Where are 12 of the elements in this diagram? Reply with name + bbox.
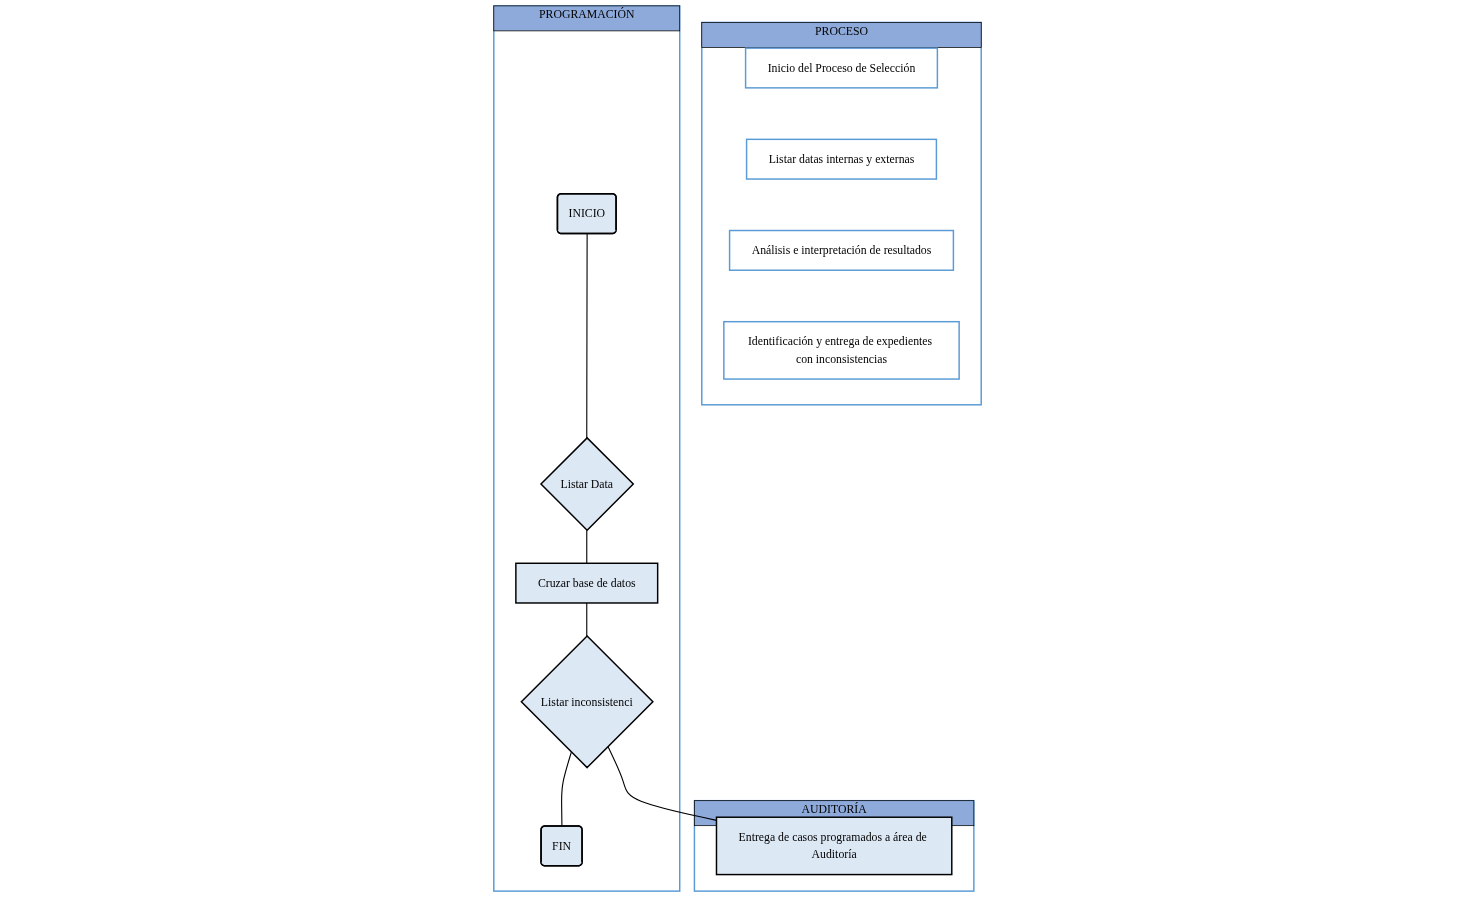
node-box: Entrega de casos programados a área de Auditoría — [715, 816, 953, 876]
node-box: Identificación y entrega de expedientes con inconsistencias — [723, 320, 960, 380]
connector — [586, 233, 588, 439]
connector — [586, 529, 588, 564]
connector — [561, 751, 572, 827]
node-box: Listar datas internas y externas — [745, 138, 938, 180]
node-box: Cruzar base de datos — [515, 562, 659, 604]
node-box: Análisis e interpretación de resultados — [728, 229, 955, 271]
node-box: Inicio del Proceso de Selección — [744, 47, 939, 89]
node-diamond: Listar Data — [539, 436, 635, 532]
node-diamond: Listar inconsistenci — [520, 635, 654, 769]
connector — [586, 602, 588, 637]
